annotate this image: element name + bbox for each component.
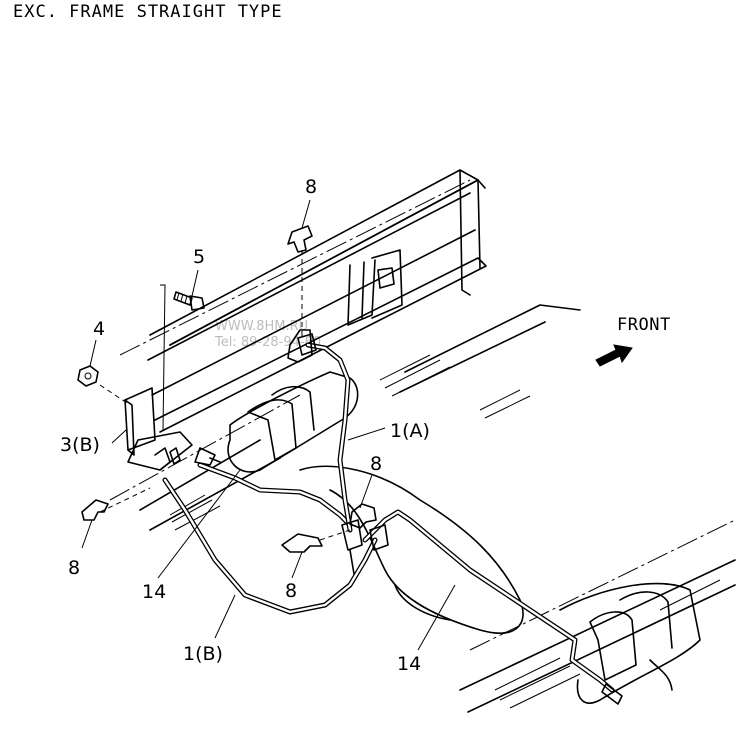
callout-8-right: 8	[370, 453, 382, 475]
callout-1b: 1(B)	[183, 643, 223, 665]
callout-4: 4	[93, 318, 105, 340]
callout-1a: 1(A)	[390, 420, 430, 442]
front-arrow-icon	[595, 344, 633, 367]
watermark-line-2: Tel: 89-28-94-60	[214, 335, 321, 350]
callout-8-left: 8	[68, 557, 80, 579]
callout-3b: 3(B)	[60, 434, 100, 456]
brake-pipe-14-left	[197, 462, 353, 528]
clip-8-top	[287, 225, 313, 363]
clip-8-left	[81, 499, 109, 521]
lower-frame	[139, 304, 736, 713]
axle-housing	[227, 371, 701, 704]
callout-8-mid: 8	[285, 580, 297, 602]
callout-14-left: 14	[142, 581, 166, 603]
page-title: EXC. FRAME STRAIGHT TYPE	[13, 2, 283, 22]
leader-lines	[81, 199, 456, 651]
brake-hose-1b	[162, 477, 389, 615]
front-label: FRONT	[617, 315, 671, 335]
callout-14-right: 14	[397, 653, 421, 675]
watermark-line-1: WWW.8HM.RU	[215, 319, 308, 334]
callout-5: 5	[193, 246, 205, 268]
clip-8-mid	[281, 529, 351, 553]
callout-8-top: 8	[305, 176, 317, 198]
clip-8-right	[349, 503, 377, 529]
nut-4	[77, 365, 99, 387]
callouts: 8 5 4 3(B) 8 14 1(B) 1(A) 8 8 14	[60, 176, 430, 675]
brake-hose-1a	[297, 333, 363, 581]
front-indicator: FRONT	[595, 315, 671, 367]
brake-pipe-14-right	[362, 509, 623, 705]
bolt-5	[173, 291, 205, 311]
bracket-3b	[99, 284, 221, 513]
